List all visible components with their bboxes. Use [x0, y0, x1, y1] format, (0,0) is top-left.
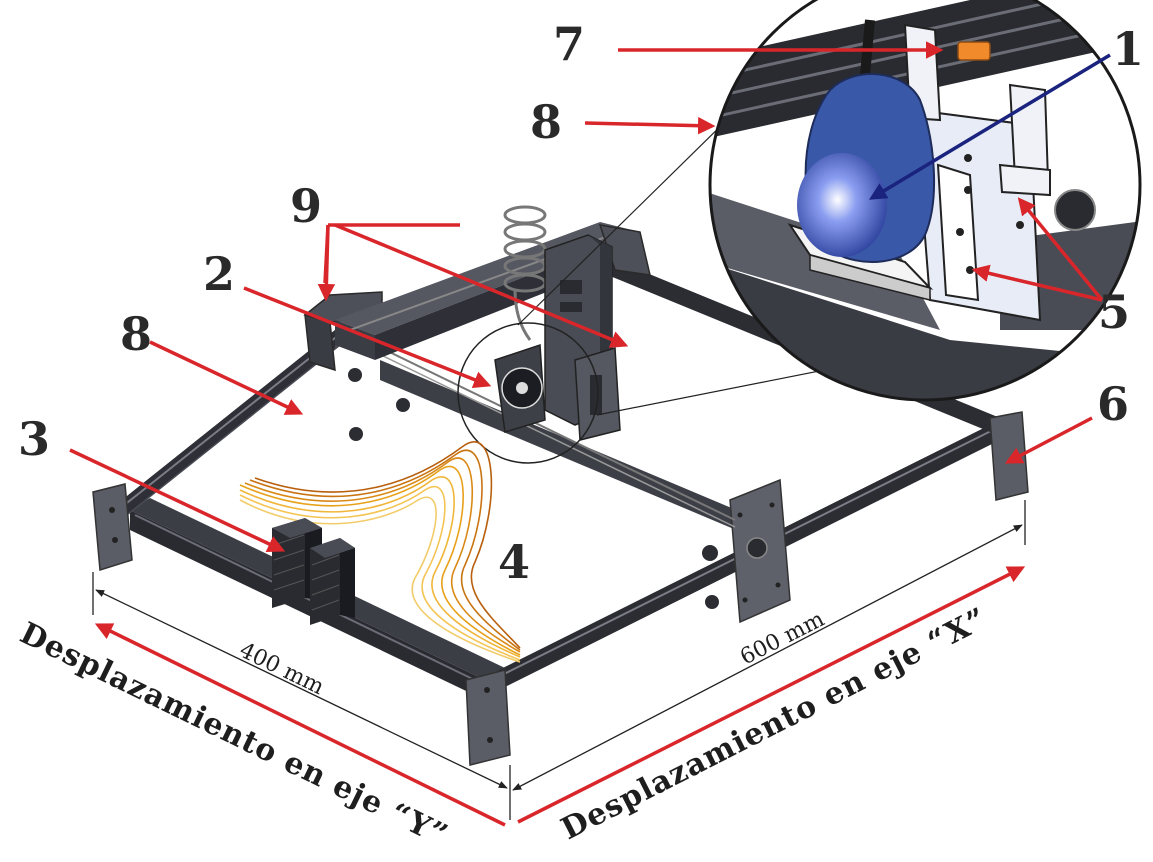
label-2: 2 [203, 247, 235, 301]
arrow-8-left [149, 340, 304, 415]
zoom-source-circle [457, 322, 599, 464]
arrow-1 [868, 53, 1111, 200]
arrow-5b [971, 264, 1103, 302]
dimension-y-text: 400 mm [235, 638, 328, 700]
limit-tag [957, 41, 991, 61]
stepper-motor-icon [746, 537, 768, 559]
x-axis-arrow [517, 566, 1026, 824]
arrow-5a [1017, 197, 1104, 302]
arrow-3 [69, 448, 286, 552]
y-axis-arrow [94, 623, 506, 827]
label-1: 1 [1112, 22, 1144, 76]
arrow-9b [334, 223, 629, 348]
number-labels: 7 1 8 9 2 5 8 6 3 4 [18, 17, 1144, 589]
corner-plate-front [465, 669, 511, 766]
arrow-8-top [584, 116, 716, 135]
x-dimension-line [512, 524, 1023, 791]
label-3: 3 [18, 412, 50, 466]
stepper-drivers [272, 518, 355, 625]
corner-plate-left [92, 483, 133, 571]
label-8-left: 8 [120, 307, 152, 361]
label-5: 5 [1098, 285, 1130, 339]
arrow-6 [1004, 416, 1093, 464]
y-dimension-line [95, 589, 508, 789]
dimension-lines [92, 500, 1026, 820]
zoom-inset [708, 0, 1142, 402]
label-9: 9 [290, 179, 322, 233]
label-8-top: 8 [530, 95, 562, 149]
label-7: 7 [553, 17, 585, 71]
callout-arrows [69, 41, 1111, 827]
arrow-2 [243, 286, 492, 388]
label-4: 4 [498, 535, 530, 589]
label-6: 6 [1097, 377, 1129, 431]
